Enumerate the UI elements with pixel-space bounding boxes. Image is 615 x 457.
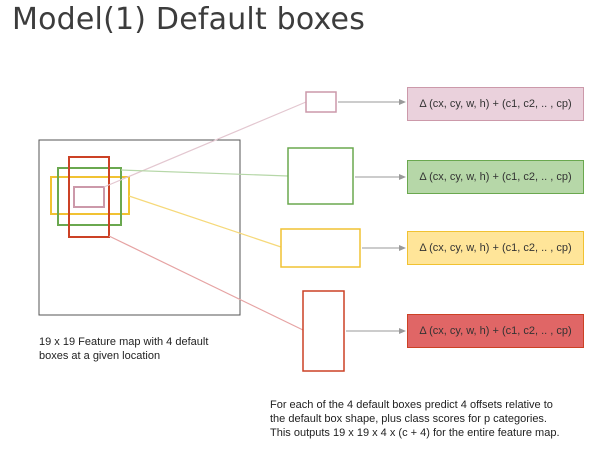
default-box-yellow bbox=[50, 176, 130, 215]
feature-map-caption-line: 19 x 19 Feature map with 4 default bbox=[39, 336, 209, 348]
enlarged-box-red bbox=[302, 290, 345, 372]
arrow-green bbox=[355, 174, 406, 180]
output-box-green: Δ (cx, cy, w, h) + (c1, c2, .. , cp) bbox=[407, 160, 584, 194]
enlarged-box-yellow bbox=[280, 228, 361, 268]
output-box-red: Δ (cx, cy, w, h) + (c1, c2, .. , cp) bbox=[407, 314, 584, 348]
feature-map-caption-line: boxes at a given location bbox=[39, 350, 161, 362]
output-label-red: Δ (cx, cy, w, h) + (c1, c2, .. , cp) bbox=[419, 325, 572, 337]
arrow-yellow bbox=[362, 245, 406, 251]
enlarged-box-green bbox=[287, 147, 354, 205]
arrow-red bbox=[346, 328, 406, 334]
arrow-pink bbox=[338, 99, 406, 105]
default-box-pink bbox=[73, 186, 105, 208]
connector-pink bbox=[103, 101, 307, 188]
connector-yellow bbox=[128, 195, 282, 248]
default-box-red bbox=[68, 156, 110, 238]
connector-red bbox=[108, 235, 304, 331]
connector-green bbox=[120, 169, 289, 177]
feature-map bbox=[38, 139, 241, 316]
enlarged-box-pink bbox=[305, 91, 337, 113]
description-line: the default box shape, plus class scores… bbox=[270, 413, 547, 425]
description-line: This outputs 19 x 19 x 4 x (c + 4) for t… bbox=[270, 427, 560, 439]
output-label-green: Δ (cx, cy, w, h) + (c1, c2, .. , cp) bbox=[419, 171, 572, 183]
feature-map-caption: 19 x 19 Feature map with 4 default boxes… bbox=[39, 335, 208, 363]
description-line: For each of the 4 default boxes predict … bbox=[270, 399, 553, 411]
slide-title: Model(1) Default boxes bbox=[12, 2, 366, 37]
default-box-green bbox=[57, 167, 122, 226]
output-label-yellow: Δ (cx, cy, w, h) + (c1, c2, .. , cp) bbox=[419, 242, 572, 254]
output-label-pink: Δ (cx, cy, w, h) + (c1, c2, .. , cp) bbox=[419, 98, 572, 110]
output-box-yellow: Δ (cx, cy, w, h) + (c1, c2, .. , cp) bbox=[407, 231, 584, 265]
output-box-pink: Δ (cx, cy, w, h) + (c1, c2, .. , cp) bbox=[407, 87, 584, 121]
description-text: For each of the 4 default boxes predict … bbox=[270, 398, 560, 440]
